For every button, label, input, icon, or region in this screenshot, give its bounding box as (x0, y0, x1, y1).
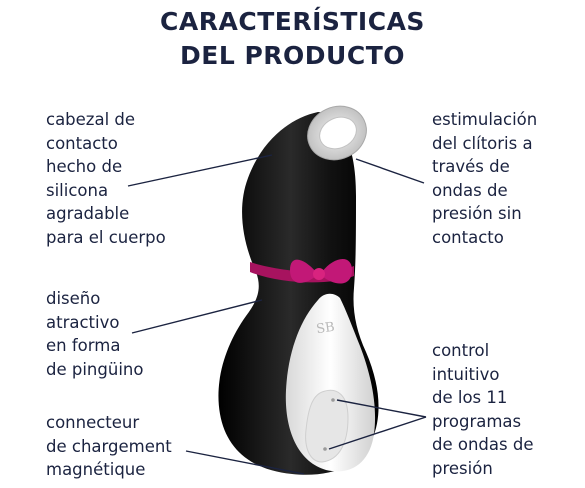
button-dot-upper (331, 398, 335, 402)
feature-connector: connecteur de chargement magnétique (46, 413, 172, 479)
callout-line-connector (185, 450, 305, 475)
feature-contact-head: cabezal de contacto hecho de silicona ag… (46, 110, 166, 247)
callout-line-control-lower (328, 416, 427, 450)
feature-control: control intuitivo de los 11 programas de… (432, 341, 534, 478)
logo-mark: SB (315, 320, 335, 337)
page-title-line-2: DEL PRODUCTO (180, 41, 405, 70)
callout-line-contact-head (127, 154, 273, 187)
feature-design: diseño atractivo en forma de pingüino (46, 289, 144, 379)
callout-line-design (131, 299, 263, 334)
callout-line-stimulation (355, 158, 425, 184)
bow-knot (313, 268, 325, 280)
callout-line-control-upper (336, 399, 427, 418)
feature-stimulation: estimulación del clítoris a través de on… (432, 110, 538, 247)
page-title-line-1: CARACTERÍSTICAS (160, 7, 425, 36)
contact-head-opening (319, 116, 357, 150)
button-dot-lower (323, 447, 327, 451)
bow-tie-icon (290, 258, 352, 284)
